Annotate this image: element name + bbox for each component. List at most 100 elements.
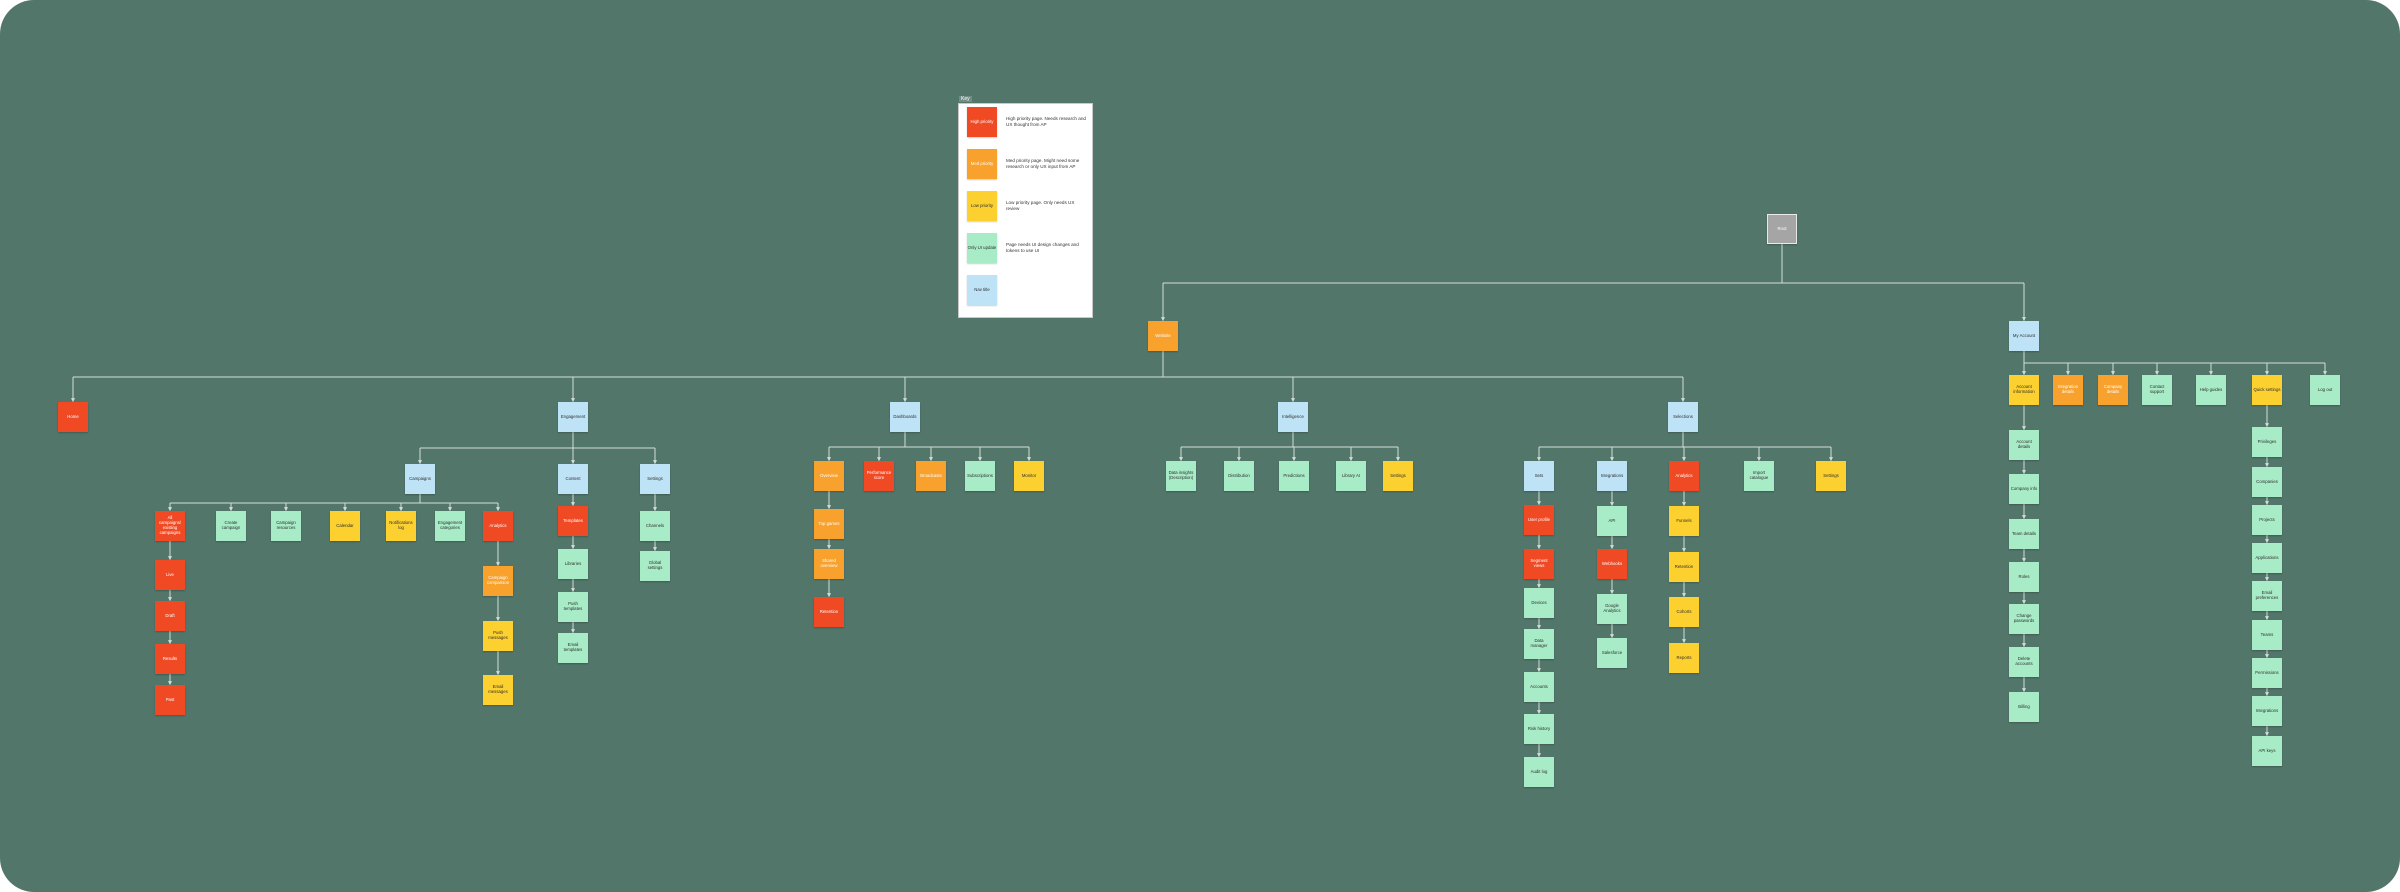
node-shared-overview: Shared overview <box>814 549 844 579</box>
node-results: Results <box>155 644 185 674</box>
node-label: Predictions <box>1283 472 1305 478</box>
node-applications: Applications <box>2252 543 2282 573</box>
node-label: Campaign comparison <box>486 575 510 585</box>
node-label: Cohorts <box>1676 608 1692 614</box>
node-label: Campaigns <box>409 475 431 481</box>
node-account-details: Account details <box>2009 430 2039 460</box>
legend-swatch-high: High priority <box>967 107 997 137</box>
legend-swatch-ui: Only UI update <box>967 233 997 263</box>
node-billing: Billing <box>2009 692 2039 722</box>
node-label: Webhooks <box>1601 560 1623 566</box>
node-label: Campaign resources <box>276 520 296 530</box>
node-channels: Channels <box>640 511 670 541</box>
node-company-info: Company info <box>2009 474 2039 504</box>
node-label: Broadcasts <box>920 472 942 478</box>
node-label: Reports <box>1676 654 1692 660</box>
node-label: Dashboards <box>893 413 917 419</box>
node-sets: Sets <box>1524 461 1554 491</box>
node-my-account: My Account <box>2009 321 2039 351</box>
node-subscriptions: Subscriptions <box>965 461 995 491</box>
node-label: Root <box>1777 225 1787 231</box>
legend-swatch-nav: Nav title <box>967 275 997 305</box>
node-monitor: Monitor <box>1014 461 1044 491</box>
node-quick-settings: Quick settings <box>2252 375 2282 405</box>
node-reports: Reports <box>1669 643 1699 673</box>
node-label: Projects <box>2259 516 2275 522</box>
node-salesforce: Salesforce <box>1597 638 1627 668</box>
node-label: Shared overview <box>820 558 838 568</box>
node-label: Change passwords <box>2013 613 2035 623</box>
node-analytics: Analytics <box>1669 461 1699 491</box>
node-label: Intelligence <box>1282 413 1304 419</box>
node-label: Companies <box>2256 478 2278 484</box>
node-push-templates: Push templates <box>558 592 588 622</box>
node-global-settings: Global settings <box>640 551 670 581</box>
node-distribution: Distribution <box>1224 461 1254 491</box>
node-label: Settings <box>1390 472 1406 478</box>
legend-swatch-label: Only UI update <box>967 244 997 250</box>
node-website: Website <box>1148 321 1178 351</box>
node-label: Applications <box>2255 554 2279 560</box>
legend-item-high-priority: High priority High priority page. Needs … <box>959 107 1092 149</box>
node-label: Permissions <box>2255 669 2279 675</box>
node-label: Performance score <box>866 470 892 480</box>
node-privileges: Privileges <box>2252 427 2282 457</box>
node-label: Selections <box>1673 413 1693 419</box>
node-label: Live <box>166 571 174 577</box>
node-label: Integrations <box>1600 472 1624 478</box>
legend-description: High priority page. Needs research and U… <box>1006 116 1086 127</box>
node-all-campaigns-existing-campaigns: All campaigns/ existing campaigns <box>155 511 185 541</box>
node-label: Settings <box>647 475 663 481</box>
node-label: Quick settings <box>2253 386 2281 392</box>
node-account-information: Account information <box>2009 375 2039 405</box>
node-risk-history: Risk history <box>1524 714 1554 744</box>
node-templates: Templates <box>558 506 588 536</box>
legend: High priority High priority page. Needs … <box>958 103 1093 318</box>
node-content: Content <box>558 464 588 494</box>
node-label: Global settings <box>647 560 663 570</box>
node-overview: Overview <box>814 461 844 491</box>
node-label: Analytics <box>1675 472 1693 478</box>
node-broadcasts: Broadcasts <box>916 461 946 491</box>
node-label: Delete accounts <box>2015 656 2033 666</box>
node-label: API keys <box>2258 747 2276 753</box>
node-intelligence: Intelligence <box>1278 402 1308 432</box>
node-help-guides: Help guides <box>2196 375 2226 405</box>
node-label: Retention <box>819 608 839 614</box>
node-label: Past <box>165 696 175 702</box>
node-accounts: Accounts <box>1524 672 1554 702</box>
node-label: Account details <box>2016 439 2032 449</box>
node-label: Sets <box>1534 472 1544 478</box>
node-top-games: Top games <box>814 509 844 539</box>
node-permissions: Permissions <box>2252 658 2282 688</box>
node-home: Home <box>58 402 88 432</box>
node-label: Contact support <box>2149 384 2165 394</box>
node-label: Log out <box>2317 386 2333 392</box>
node-company-details: Company details <box>2098 375 2128 405</box>
node-user-profile: User profile <box>1524 505 1554 535</box>
node-label: Account information <box>2013 384 2035 394</box>
node-data-manager: Data manager <box>1524 629 1554 659</box>
node-cohorts: Cohorts <box>1669 597 1699 627</box>
node-label: Integrations <box>2255 707 2279 713</box>
node-retention: Retention <box>814 597 844 627</box>
legend-swatch-label: Med priority <box>970 160 994 166</box>
node-api: API <box>1597 506 1627 536</box>
node-label: Monitor <box>1021 472 1037 478</box>
node-label: Salesforce <box>1601 649 1623 655</box>
legend-description: Med priority page. Might need some resea… <box>1006 158 1080 169</box>
node-engagement: Engagement <box>558 402 588 432</box>
node-integration-details: Integration details <box>2053 375 2083 405</box>
node-campaign-resources: Campaign resources <box>271 511 301 541</box>
node-label: Privileges <box>2257 438 2277 444</box>
node-log-out: Log out <box>2310 375 2340 405</box>
node-notifications-log: Notifications log <box>386 511 416 541</box>
node-email-preferences: Email preferences <box>2252 581 2282 611</box>
node-label: Notifications log <box>389 520 413 530</box>
node-label: Subscriptions <box>967 472 993 478</box>
node-projects: Projects <box>2252 505 2282 535</box>
legend-swatch-label: Nav title <box>974 286 990 292</box>
node-label: Billing <box>2018 703 2030 709</box>
node-email-messages: Email messages <box>483 675 513 705</box>
